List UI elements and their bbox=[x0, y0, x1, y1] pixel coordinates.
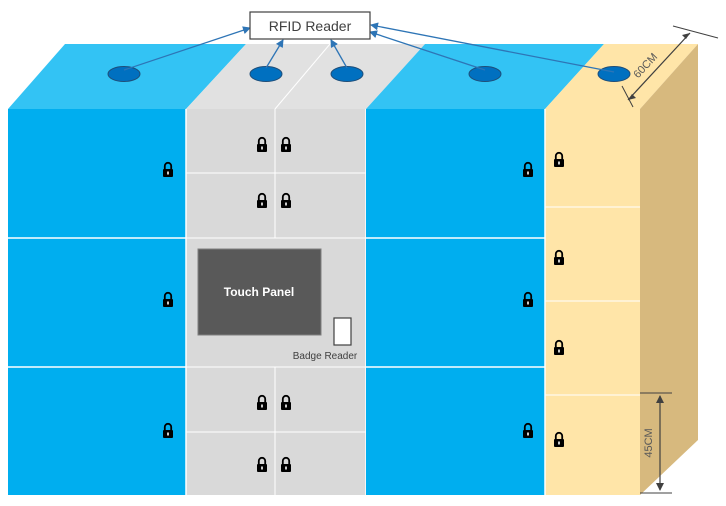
height-dimension: 45CM bbox=[640, 392, 672, 494]
tan-column bbox=[545, 109, 640, 495]
top-center-gray bbox=[186, 44, 425, 109]
arrow-4 bbox=[369, 30, 486, 71]
rfid-reader-label: RFID Reader bbox=[269, 18, 352, 34]
rfid-antenna-icon bbox=[249, 66, 283, 82]
depth-arrow-bottom bbox=[628, 94, 636, 100]
rfid-antenna-icon bbox=[468, 66, 502, 82]
arrow-2 bbox=[265, 39, 284, 69]
left-column bbox=[8, 109, 186, 495]
height-arrow-top bbox=[656, 395, 664, 403]
right-column bbox=[366, 109, 545, 495]
touch-panel-label: Touch Panel bbox=[224, 285, 294, 299]
rfid-connections bbox=[123, 22, 615, 73]
depth-dimension-line bbox=[627, 32, 691, 101]
arrow-5 bbox=[370, 22, 615, 73]
top-center-divider bbox=[274, 43, 331, 110]
depth-extension-1 bbox=[672, 25, 719, 39]
touch-panel: Touch Panel bbox=[197, 248, 322, 336]
rfid-antenna-icon bbox=[107, 66, 141, 82]
depth-extension-2 bbox=[621, 85, 634, 108]
height-label: 45CM bbox=[643, 428, 655, 457]
rfid-antennas bbox=[107, 66, 631, 82]
arrow-1 bbox=[123, 26, 251, 71]
cabinet-side bbox=[640, 44, 698, 495]
depth-arrow-top bbox=[682, 33, 690, 39]
cabinet-front bbox=[8, 109, 640, 495]
touch-panel-screen bbox=[197, 248, 322, 336]
arrow-3 bbox=[330, 39, 348, 69]
height-arrow-bottom bbox=[656, 483, 664, 491]
badge-reader-label: Badge Reader bbox=[293, 351, 358, 362]
badge-reader-device bbox=[333, 317, 352, 346]
rfid-antenna-icon bbox=[597, 66, 631, 82]
badge-reader: Badge Reader bbox=[293, 317, 358, 362]
rfid-antenna-icon bbox=[330, 66, 364, 82]
rfid-reader-box bbox=[249, 11, 371, 40]
rfid-reader: RFID Reader bbox=[249, 11, 371, 40]
